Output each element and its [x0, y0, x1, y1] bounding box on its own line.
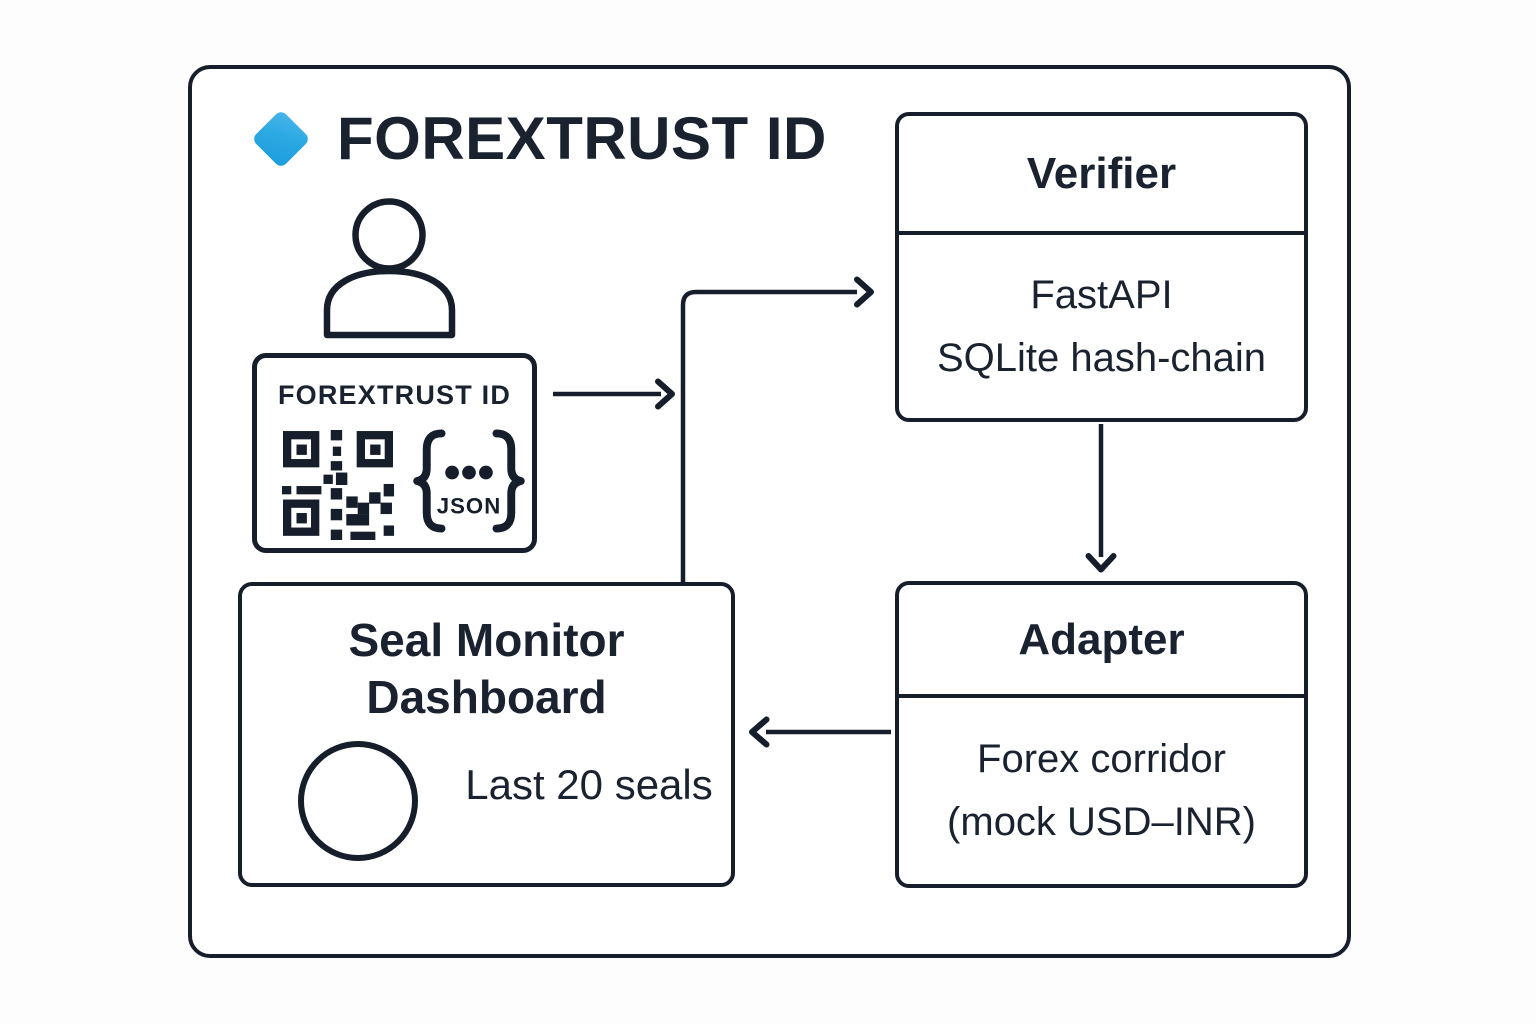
dashboard-title-line2: Dashboard [366, 671, 607, 723]
json-braces-icon: JSON [413, 429, 525, 533]
qr-code-icon [281, 430, 395, 540]
adapter-title: Adapter [1018, 614, 1185, 664]
adapter-node: Adapter Forex corridor (mock USD–INR) [895, 581, 1308, 888]
user-icon [323, 198, 456, 339]
forextrust-id-card: FOREXTRUST ID [252, 353, 537, 553]
verifier-line: FastAPI [1030, 272, 1173, 317]
dashboard-title-line1: Seal Monitor [348, 614, 625, 666]
verifier-node: Verifier FastAPI SQLite hash-chain [895, 112, 1308, 422]
dashboard-title: Seal Monitor Dashboard [242, 612, 731, 726]
adapter-header: Adapter [899, 585, 1304, 698]
seal-circle-icon [298, 741, 418, 861]
diamond-logo-icon [251, 108, 311, 169]
json-badge-text: JSON [437, 494, 502, 519]
adapter-body: Forex corridor (mock USD–INR) [899, 698, 1304, 884]
verifier-body: FastAPI SQLite hash-chain [899, 235, 1304, 418]
page-title: FOREXTRUST ID [337, 105, 827, 172]
brand-header: FOREXTRUST ID [251, 104, 827, 173]
adapter-line: Forex corridor [977, 737, 1226, 781]
verifier-header: Verifier [899, 116, 1304, 235]
verifier-line: SQLite hash-chain [936, 335, 1267, 380]
dashboard-caption: Last 20 seals [465, 761, 713, 808]
verifier-title: Verifier [1026, 148, 1177, 198]
id-card-label: FOREXTRUST ID [277, 380, 512, 410]
dashboard-node: Seal Monitor Dashboard Last 20 seals [238, 582, 735, 887]
adapter-line: (mock USD–INR) [947, 800, 1256, 844]
